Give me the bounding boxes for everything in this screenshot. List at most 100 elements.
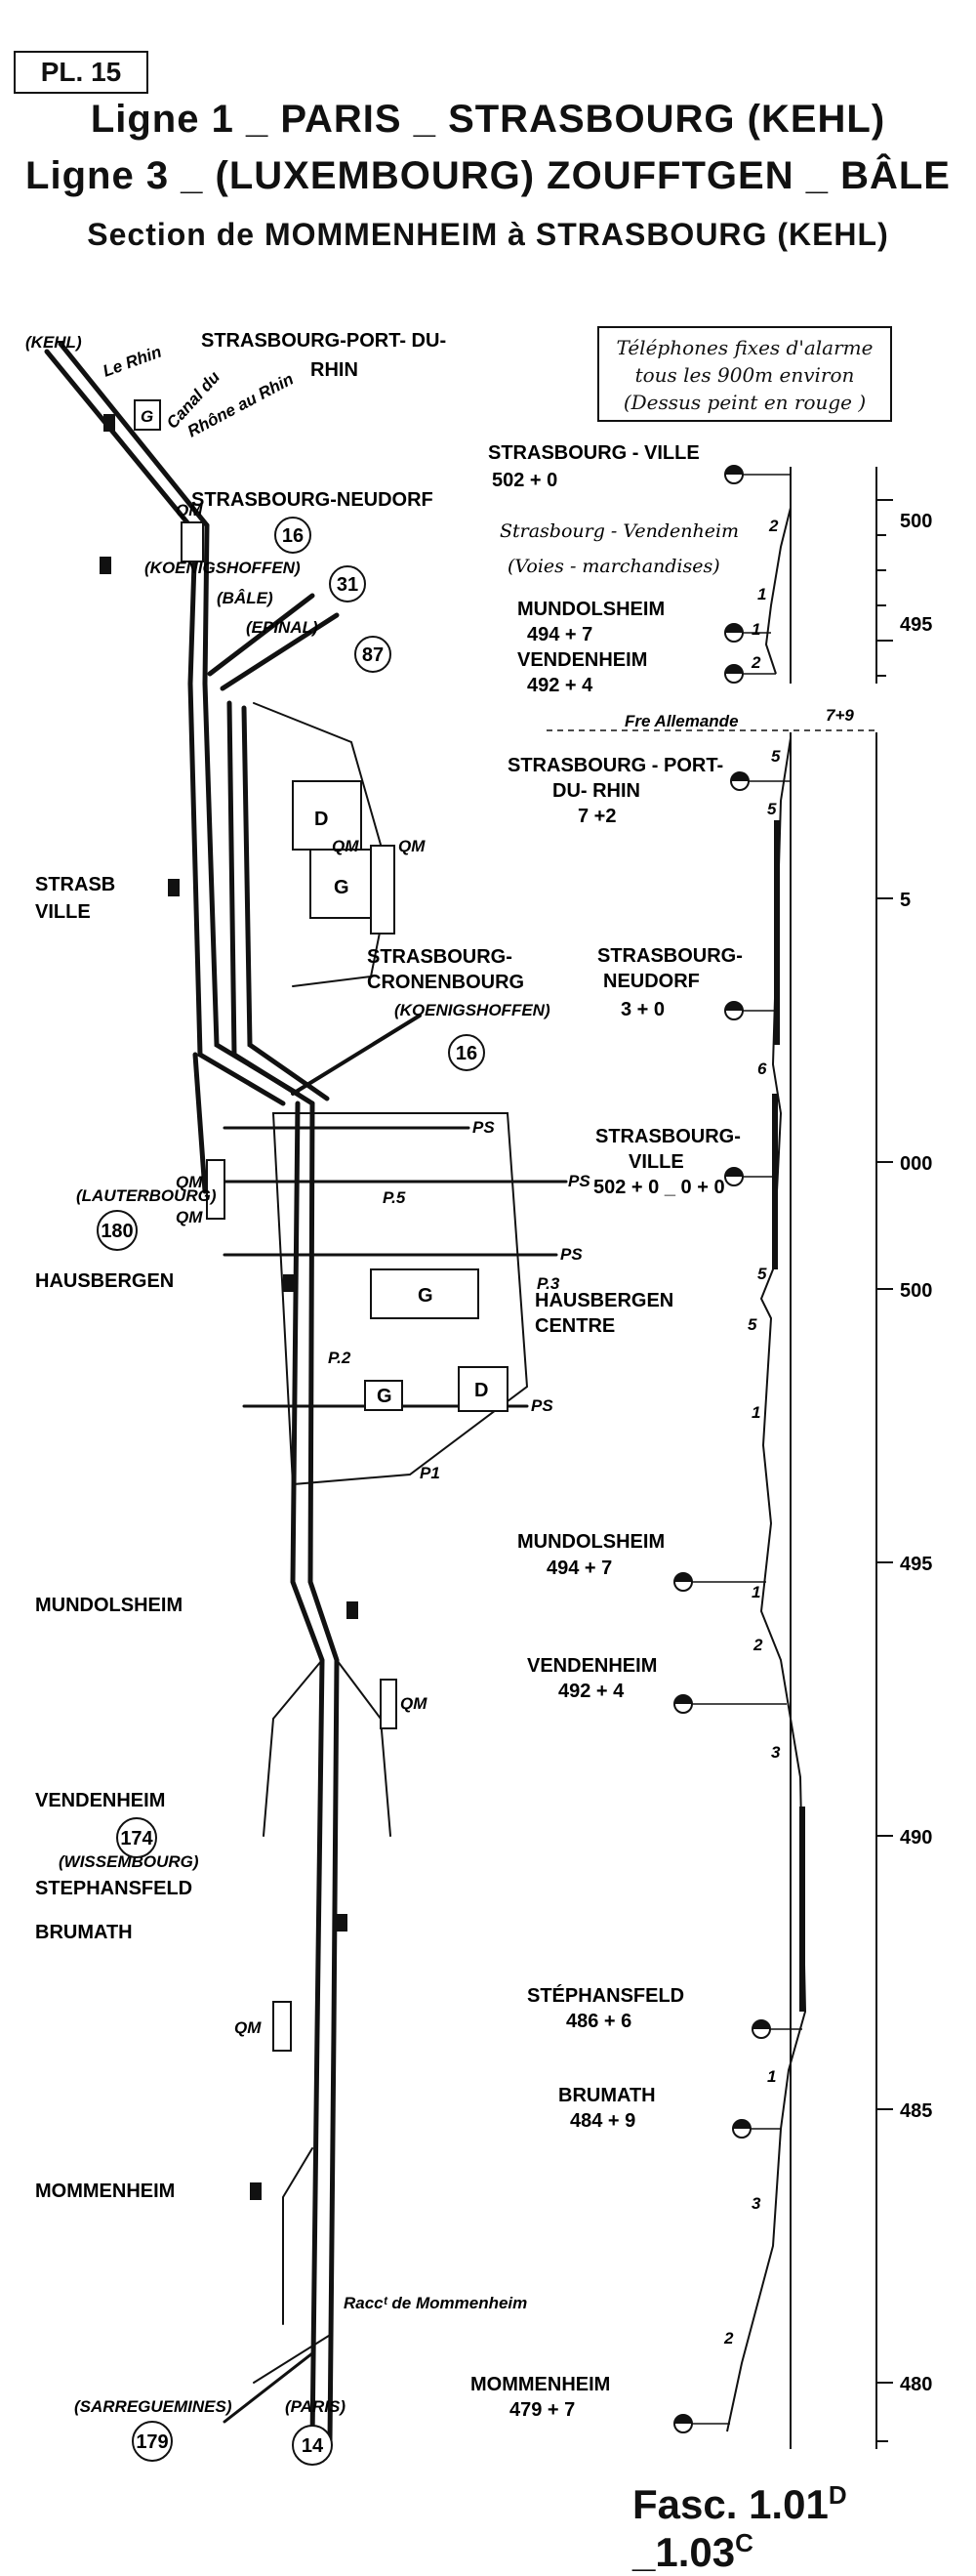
track-kehl-2 xyxy=(58,341,210,528)
kehl-label: (KEHL) xyxy=(25,333,82,352)
building-d-top: D xyxy=(292,780,362,851)
yard-outline xyxy=(271,1112,529,1486)
note-line-2: tous les 900m environ xyxy=(634,363,855,387)
top-km-500: 500 xyxy=(900,511,932,532)
top-station-vendenheim: VENDENHEIM xyxy=(517,649,647,671)
main-km-5: 5 xyxy=(900,890,911,911)
ville-label-1: STRASB xyxy=(35,874,115,895)
track-sarreguemines xyxy=(223,2351,314,2424)
track-raccordement xyxy=(253,2333,333,2384)
koenigshoffen-mid-label: (KOENIGSHOFFEN) xyxy=(394,1001,550,1019)
circle-31: 31 xyxy=(329,565,366,602)
thick-segments xyxy=(772,820,805,2012)
qm-label-haus-1: QM xyxy=(176,1173,203,1191)
circle-14: 14 xyxy=(292,2425,333,2466)
circle-16b: 16 xyxy=(448,1034,485,1071)
section-subtitle: Section de MOMMENHEIM à STRASBOURG (KEHL… xyxy=(87,217,889,252)
qm-boxes xyxy=(181,521,397,2052)
hausbergen-label: HAUSBERGEN xyxy=(35,1270,174,1292)
frontier-label: Fre Allemande xyxy=(625,712,739,730)
signal-boxes xyxy=(100,414,358,2200)
title-line-3: Ligne 3 _ (LUXEMBOURG) ZOUFFTGEN _ BÂLE xyxy=(25,154,951,197)
hausbergen-centre-label-2: CENTRE xyxy=(535,1315,615,1337)
building-g-hausbergen: G xyxy=(370,1268,479,1319)
top-station-vendenheim-km: 492 + 4 xyxy=(527,675,593,696)
raccordement-label: Raccᵗ de Mommenheim xyxy=(344,2294,527,2312)
building-d-bottom: D xyxy=(458,1366,508,1412)
main-km-490: 490 xyxy=(900,1827,932,1849)
main-grad-3: 6 xyxy=(757,1059,767,1078)
top-subtitle-1: Strasbourg - Vendenheim xyxy=(500,520,739,542)
station-leaders xyxy=(683,780,802,2425)
mundolsheim-label: MUNDOLSHEIM xyxy=(35,1595,183,1616)
cronenbourg-label-2: CRONENBOURG xyxy=(367,972,524,993)
svg-text:14: 14 xyxy=(302,2435,324,2457)
qm-label-mundolsheim: QM xyxy=(400,1694,427,1713)
svg-text:G: G xyxy=(418,1285,433,1307)
top-grad-2: 1 xyxy=(757,585,766,603)
circle-16a: 16 xyxy=(274,517,311,554)
paris-label: (PARIS) xyxy=(285,2397,346,2416)
qm-label-brumath: QM xyxy=(234,2018,262,2037)
main-grad-6: 1 xyxy=(752,1403,760,1422)
main-station-stephansfeld: STÉPHANSFELD xyxy=(527,1984,684,2007)
alarm-telephone-note: Téléphones fixes d'alarme tous les 900m … xyxy=(597,326,892,422)
main-station-ville-2: VILLE xyxy=(629,1151,684,1173)
epinal-label: (EPINAL) xyxy=(246,618,318,637)
qm-label-ville-2: QM xyxy=(398,837,426,855)
track-koenigshoffen xyxy=(291,1014,422,1096)
qm-label-haus-2: QM xyxy=(176,1208,203,1226)
main-grad-12: 2 xyxy=(723,2329,734,2347)
main-station-neudorf-1: STRASBOURG- xyxy=(597,945,743,967)
track-bale xyxy=(207,593,315,677)
main-station-brumath: BRUMATH xyxy=(558,2085,656,2106)
track-cronen-2 xyxy=(241,705,330,1101)
main-grad-4: 5 xyxy=(757,1265,767,1283)
main-km-495: 495 xyxy=(900,1554,932,1575)
vendenheim-label: VENDENHEIM xyxy=(35,1790,165,1811)
top-station-mundolsheim-km: 494 + 7 xyxy=(527,624,592,645)
top-grad-3: 1 xyxy=(752,620,760,639)
koenigshoffen-top-label: (KOENIGSHOFFEN) xyxy=(144,559,301,577)
main-station-ville-km: 502 + 0 _ 0 + 0 xyxy=(593,1177,725,1198)
sarreguemines-label: (SARREGUEMINES) xyxy=(74,2397,232,2416)
main-station-mundolsheim: MUNDOLSHEIM xyxy=(517,1531,665,1553)
svg-text:174: 174 xyxy=(120,1828,153,1849)
plate-number: PL. 15 xyxy=(14,51,148,94)
p1-label: P1 xyxy=(420,1464,440,1482)
p3-label: P.3 xyxy=(537,1274,560,1293)
top-grad-1: 2 xyxy=(768,517,779,535)
brumath-label: BRUMATH xyxy=(35,1922,133,1943)
main-station-ville-1: STRASBOURG- xyxy=(595,1126,741,1147)
profile-top-line xyxy=(764,469,792,675)
building-g-port: G xyxy=(134,399,161,431)
main-station-mommenheim: MOMMENHEIM xyxy=(470,2374,610,2395)
ps-label-4: PS xyxy=(531,1396,553,1415)
hausbergen-centre-label-1: HAUSBERGEN xyxy=(535,1290,673,1311)
profile-main-markers xyxy=(673,771,771,2433)
ps-label-3: PS xyxy=(560,1245,583,1264)
svg-text:D: D xyxy=(474,1380,488,1401)
svg-text:31: 31 xyxy=(337,574,358,596)
mommenheim-label: MOMMENHEIM xyxy=(35,2181,175,2202)
fasc-main: Fasc. 1.01 xyxy=(632,2481,829,2527)
svg-text:180: 180 xyxy=(101,1221,133,1242)
stephansfeld-label: STEPHANSFELD xyxy=(35,1878,192,1899)
top-grad-4: 2 xyxy=(751,653,761,672)
top-subtitle-2: (Voies - marchandises) xyxy=(508,556,720,577)
svg-text:G: G xyxy=(141,407,153,426)
main-grad-1: 5 xyxy=(771,747,781,766)
track-kehl-1 xyxy=(44,349,198,535)
main-station-vendenheim-km: 492 + 4 xyxy=(558,1681,625,1702)
main-grad-10: 1 xyxy=(767,2067,776,2086)
bale-label: (BÂLE) xyxy=(217,589,273,607)
wissembourg-label: (WISSEMBOURG) xyxy=(59,1852,199,1871)
qm-label-neudorf: QM xyxy=(176,501,203,519)
p2-label: P.2 xyxy=(328,1349,351,1367)
label-d: D xyxy=(314,809,328,830)
frontier-km: 7+9 xyxy=(826,706,854,725)
svg-text:G: G xyxy=(334,877,349,898)
note-line-3: (Dessus peint en rouge ) xyxy=(623,391,867,414)
